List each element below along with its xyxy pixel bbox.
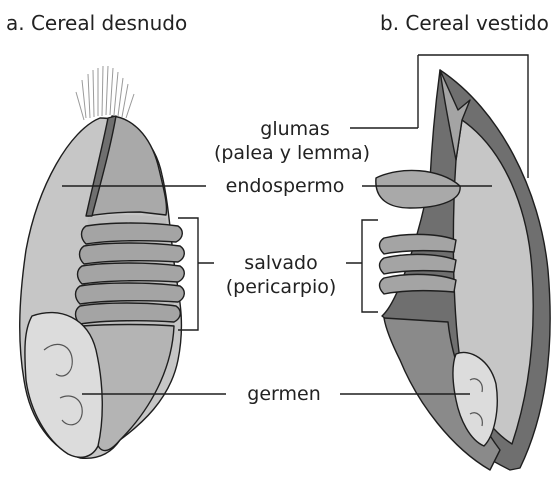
title-hulled-cereal: b. Cereal vestido bbox=[380, 12, 549, 34]
grain-hairs bbox=[76, 66, 134, 120]
label-palea-lemma: (palea y lemma) bbox=[194, 142, 390, 164]
label-germen: germen bbox=[224, 383, 344, 405]
label-endospermo: endospermo bbox=[200, 175, 370, 197]
naked-grain bbox=[20, 66, 185, 458]
salvado-bracket-right bbox=[346, 220, 378, 312]
hulled-grain bbox=[376, 70, 550, 470]
naked-grain-bran bbox=[76, 223, 185, 324]
hulled-grain-bran bbox=[380, 234, 457, 294]
label-glumas: glumas bbox=[232, 118, 358, 140]
label-pericarpio: (pericarpio) bbox=[208, 276, 354, 298]
label-salvado: salvado bbox=[216, 252, 346, 274]
title-naked-cereal: a. Cereal desnudo bbox=[6, 12, 187, 34]
